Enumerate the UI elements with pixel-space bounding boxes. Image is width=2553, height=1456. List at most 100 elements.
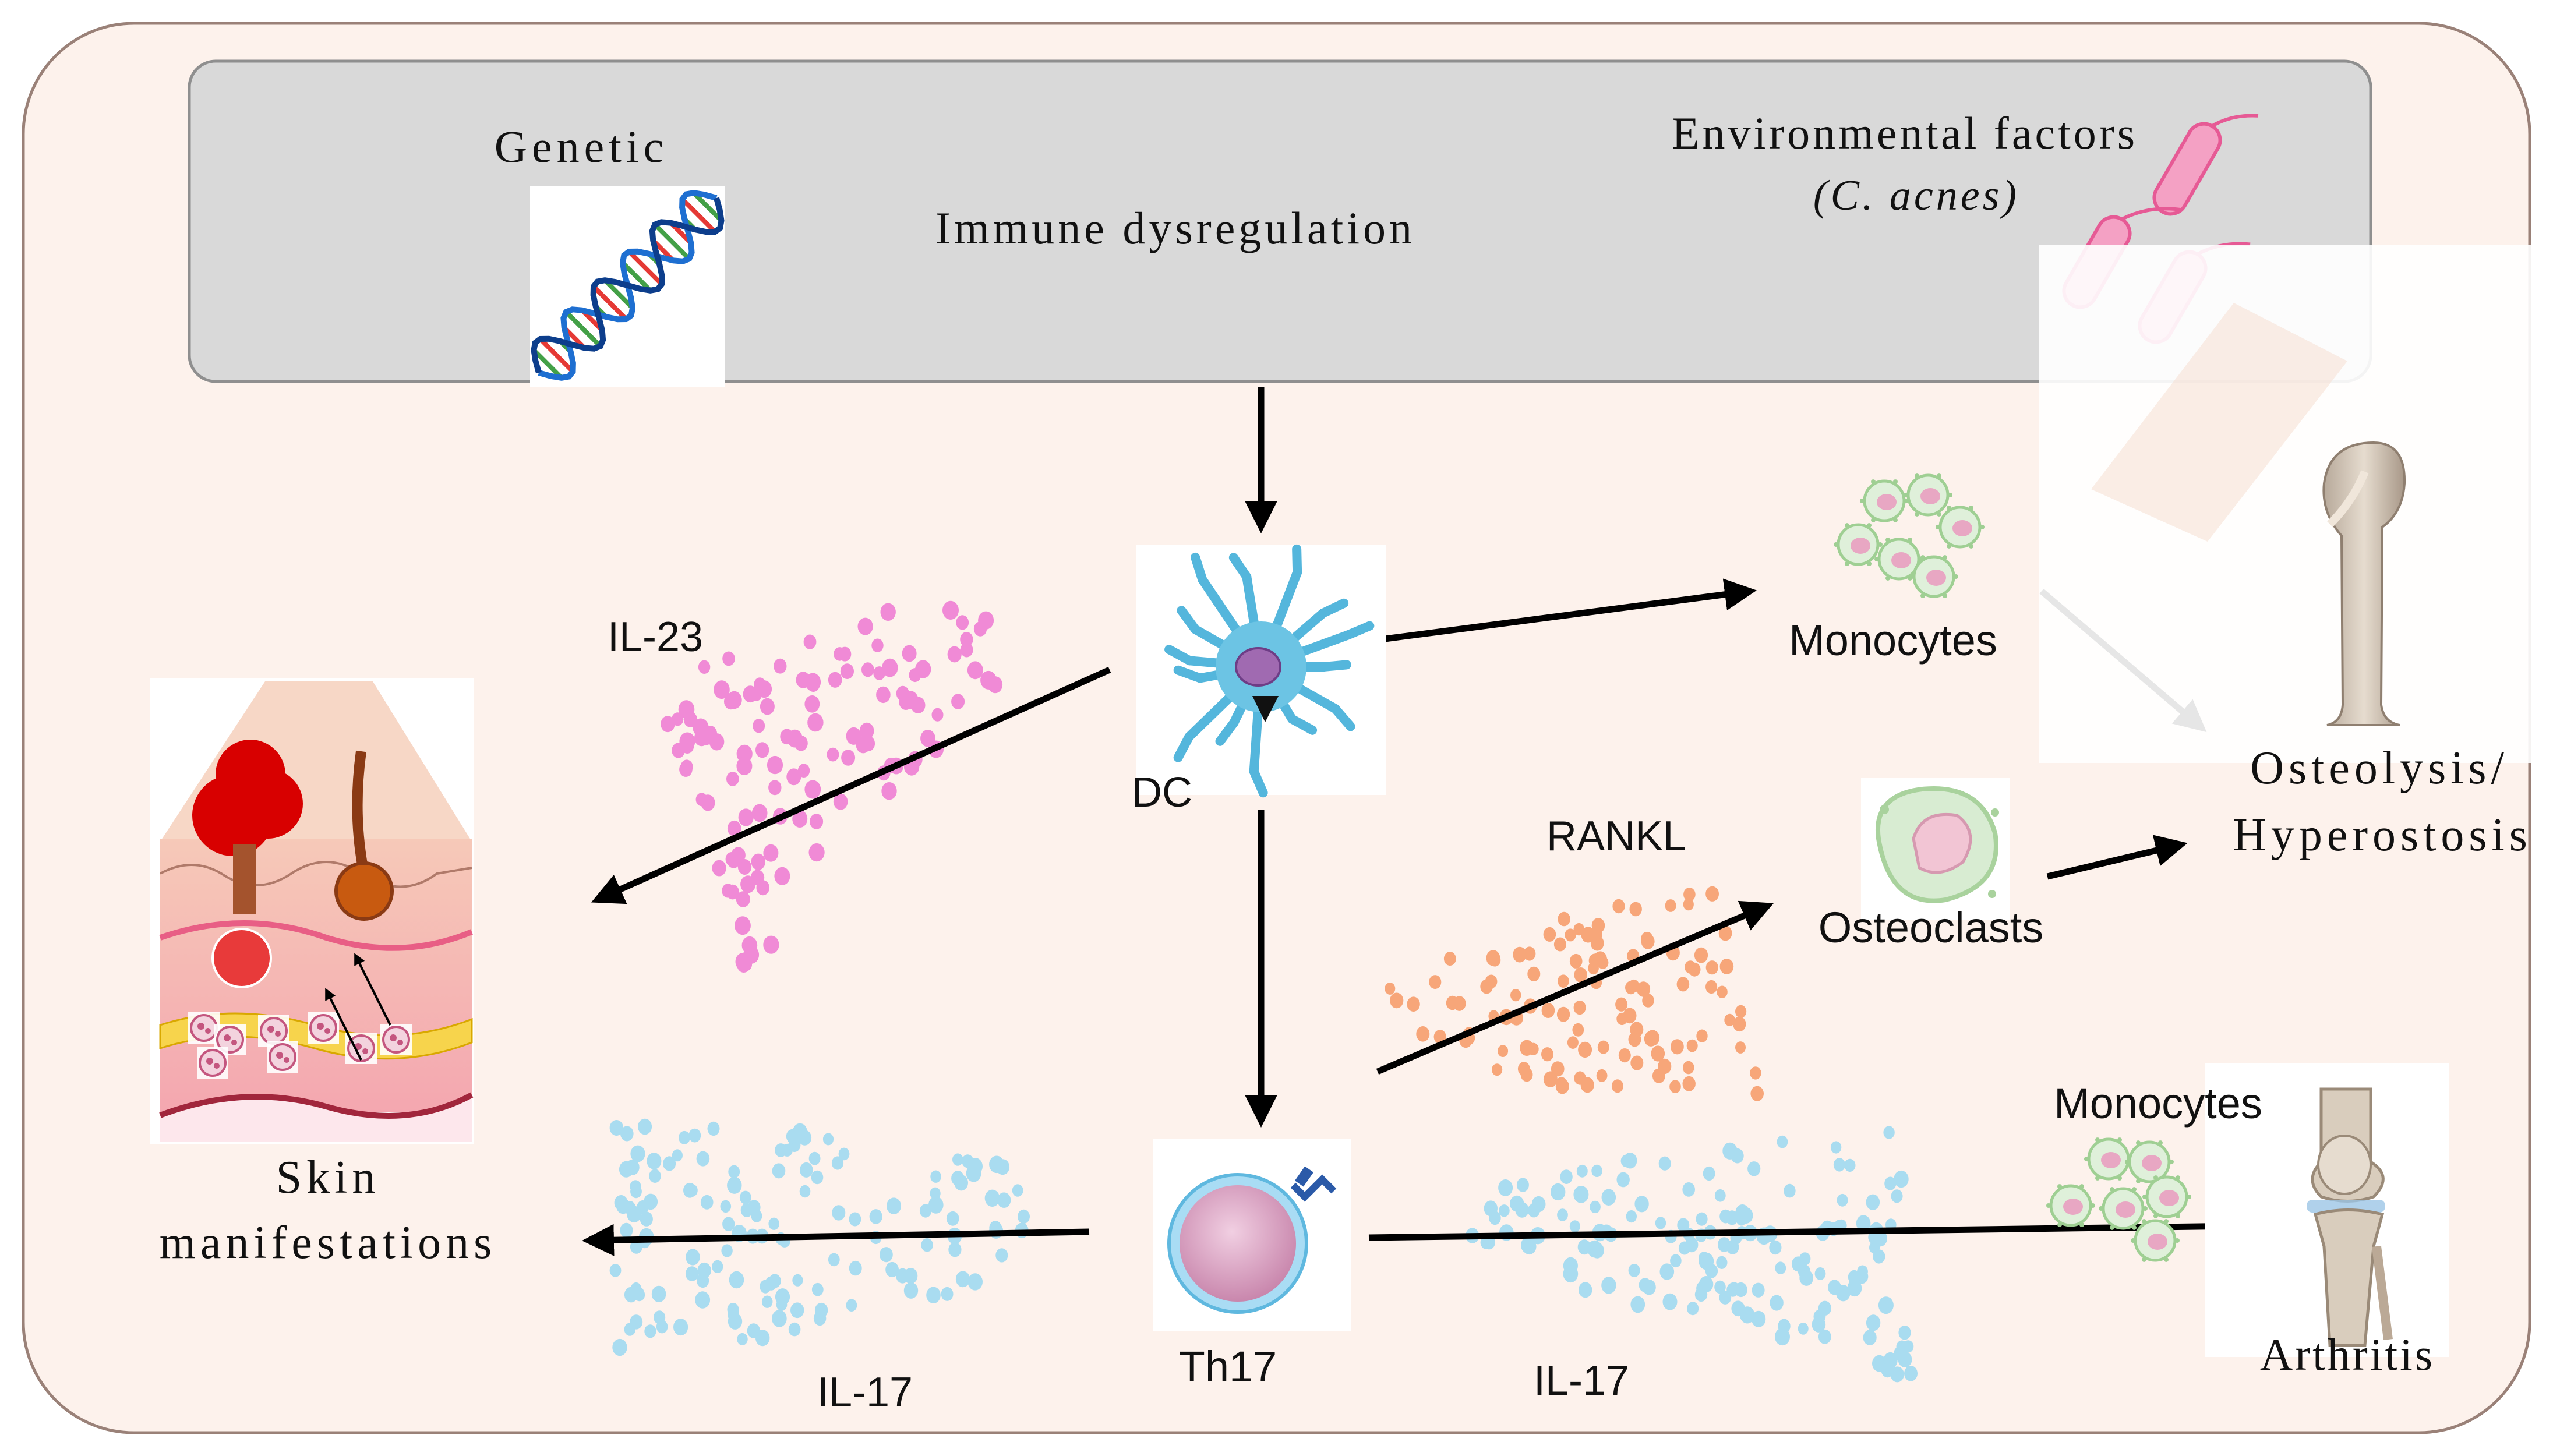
particle-dot (941, 1287, 954, 1301)
c-acnes-label: (C. acnes) (1813, 172, 2019, 220)
particle-dot (1683, 1061, 1694, 1075)
particle-dot (1863, 1330, 1877, 1345)
particle-dot (751, 804, 768, 822)
particle-dot (755, 742, 769, 758)
particle-dot (1898, 1326, 1911, 1340)
particle-dot (1770, 1295, 1784, 1311)
particle-dot (997, 1192, 1011, 1208)
particle-dot (679, 1130, 690, 1144)
particle-dot (861, 736, 875, 752)
particle-dot (1747, 1161, 1761, 1176)
arthritis-label: Arthritis (2260, 1329, 2435, 1380)
particle-dot (1750, 1086, 1764, 1101)
particle-dot (1551, 1183, 1566, 1201)
particle-dot (679, 762, 693, 777)
particle-dot (1560, 1169, 1573, 1184)
particle-dot (1699, 1252, 1714, 1270)
particle-dot (896, 685, 909, 701)
particle-dot (1705, 960, 1718, 975)
particle-dot (1798, 1323, 1809, 1335)
particle-dot (1590, 1200, 1601, 1214)
particle-dot (1563, 1265, 1579, 1283)
particle-dot (1630, 1296, 1645, 1313)
particle-dot (1655, 1217, 1666, 1229)
particle-dot (638, 1118, 652, 1135)
particle-dot (649, 1169, 661, 1183)
particle-dot (1677, 1218, 1690, 1232)
particle-dot (960, 632, 973, 647)
particle-dot (857, 617, 873, 635)
particle-dot (1837, 1193, 1848, 1207)
particle-dot (1581, 927, 1595, 943)
particle-dot (720, 1200, 732, 1213)
particle-dot (1752, 1282, 1765, 1298)
particle-dot (919, 1204, 932, 1218)
particle-dot (956, 615, 969, 630)
particle-dot (637, 1200, 649, 1214)
il17-left-particles (609, 1118, 1030, 1356)
particle-dot (1597, 956, 1609, 969)
particle-dot (1736, 1213, 1747, 1226)
particle-dot (1541, 1047, 1553, 1062)
particle-dot (1629, 902, 1642, 917)
particle-dot (739, 1190, 751, 1204)
particle-dot (1558, 974, 1569, 988)
particle-dot (987, 676, 1003, 694)
particle-dot (1558, 911, 1570, 927)
particle-dot (984, 1189, 1000, 1207)
particle-dot (630, 1239, 643, 1254)
particle-dot (792, 810, 808, 828)
particle-dot (620, 1126, 634, 1142)
particle-dot (701, 794, 715, 811)
particle-dot (1659, 1263, 1675, 1280)
particle-dot (756, 880, 770, 896)
particle-dot (1556, 1077, 1567, 1090)
particle-dot (760, 698, 775, 715)
particle-dot (738, 808, 754, 826)
particle-dot (736, 891, 750, 907)
particle-dot (896, 1268, 909, 1284)
particle-dot (885, 1261, 899, 1278)
particle-dot (707, 1121, 720, 1136)
particle-dot (1718, 925, 1732, 941)
particle-dot (1683, 888, 1696, 902)
particle-dot (1390, 992, 1404, 1009)
particle-dot (1671, 1039, 1684, 1055)
particle-dot (712, 860, 726, 877)
particle-dot (1520, 1040, 1534, 1056)
particle-dot (727, 1176, 742, 1194)
arrow-th17-to-skin (582, 1224, 1090, 1256)
particle-dot (1443, 952, 1456, 966)
particle-dot (663, 1156, 676, 1171)
il23-particles (661, 600, 1003, 973)
particle-dot (1485, 974, 1498, 989)
environmental-factors-label: Environmental factors (1672, 108, 2138, 158)
monocytes-bottom-label: Monocytes (2054, 1079, 2262, 1128)
particle-dot (1685, 960, 1696, 974)
particle-dot (1878, 1296, 1894, 1314)
particle-dot (797, 1130, 812, 1146)
particle-dot (1719, 959, 1734, 974)
skin-cross-section-icon (150, 678, 474, 1144)
particle-dot (1628, 1032, 1641, 1047)
skin-label-line1: Skin (276, 1152, 380, 1203)
particle-dot (828, 1253, 840, 1267)
monocytes-bottom-icon (2046, 1137, 2191, 1262)
particle-dot (1898, 1351, 1912, 1367)
genetic-label: Genetic (495, 121, 669, 172)
particle-dot (1812, 1316, 1826, 1333)
particle-dot (1573, 1001, 1586, 1015)
particle-dot (1884, 1176, 1897, 1190)
particle-dot (1510, 1195, 1524, 1212)
particle-dot (1416, 1026, 1430, 1042)
particle-dot (1830, 1141, 1842, 1154)
particle-dot (1687, 1302, 1699, 1316)
particle-dot (1628, 1264, 1640, 1277)
particle-dot (832, 1205, 846, 1221)
particle-dot (1510, 989, 1521, 1002)
particle-dot (1645, 1030, 1660, 1046)
particle-dot (1601, 1277, 1616, 1294)
particle-dot (768, 780, 782, 796)
particle-dot (1844, 1158, 1856, 1172)
